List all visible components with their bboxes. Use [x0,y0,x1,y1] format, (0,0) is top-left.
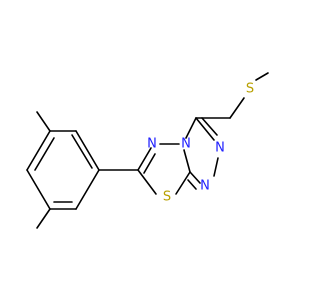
atom-label-sulfur: S [163,190,171,205]
bond [213,157,219,177]
bond [137,169,157,195]
bond [185,117,197,139]
methyl-bond-bottom [36,208,51,229]
bond [75,169,100,210]
bond [137,147,152,171]
bond [26,130,51,171]
atom-label-nitrogen: N [147,137,157,152]
methylthio-chain [195,72,269,119]
benzene-ring [26,111,100,229]
bond [71,134,93,169]
bond [255,72,269,81]
bond [26,169,51,210]
bond [189,171,201,184]
bond [187,179,197,190]
bond [195,117,215,141]
bond [229,97,245,119]
bond [175,171,191,195]
molecule-diagram: N N N N S S [26,72,269,229]
bond [183,149,191,173]
bond [34,137,55,171]
atom-label-nitrogen: N [181,137,191,152]
atom-label-sulfur: S [246,82,254,97]
atom-label-nitrogen: N [200,179,210,194]
bond [143,153,156,174]
methyl-bond-top [36,111,51,132]
triazole-ring [185,117,219,190]
atom-label-nitrogen: N [215,141,225,156]
thiadiazole-ring [137,143,191,195]
bond [75,130,100,171]
bond [201,117,218,136]
